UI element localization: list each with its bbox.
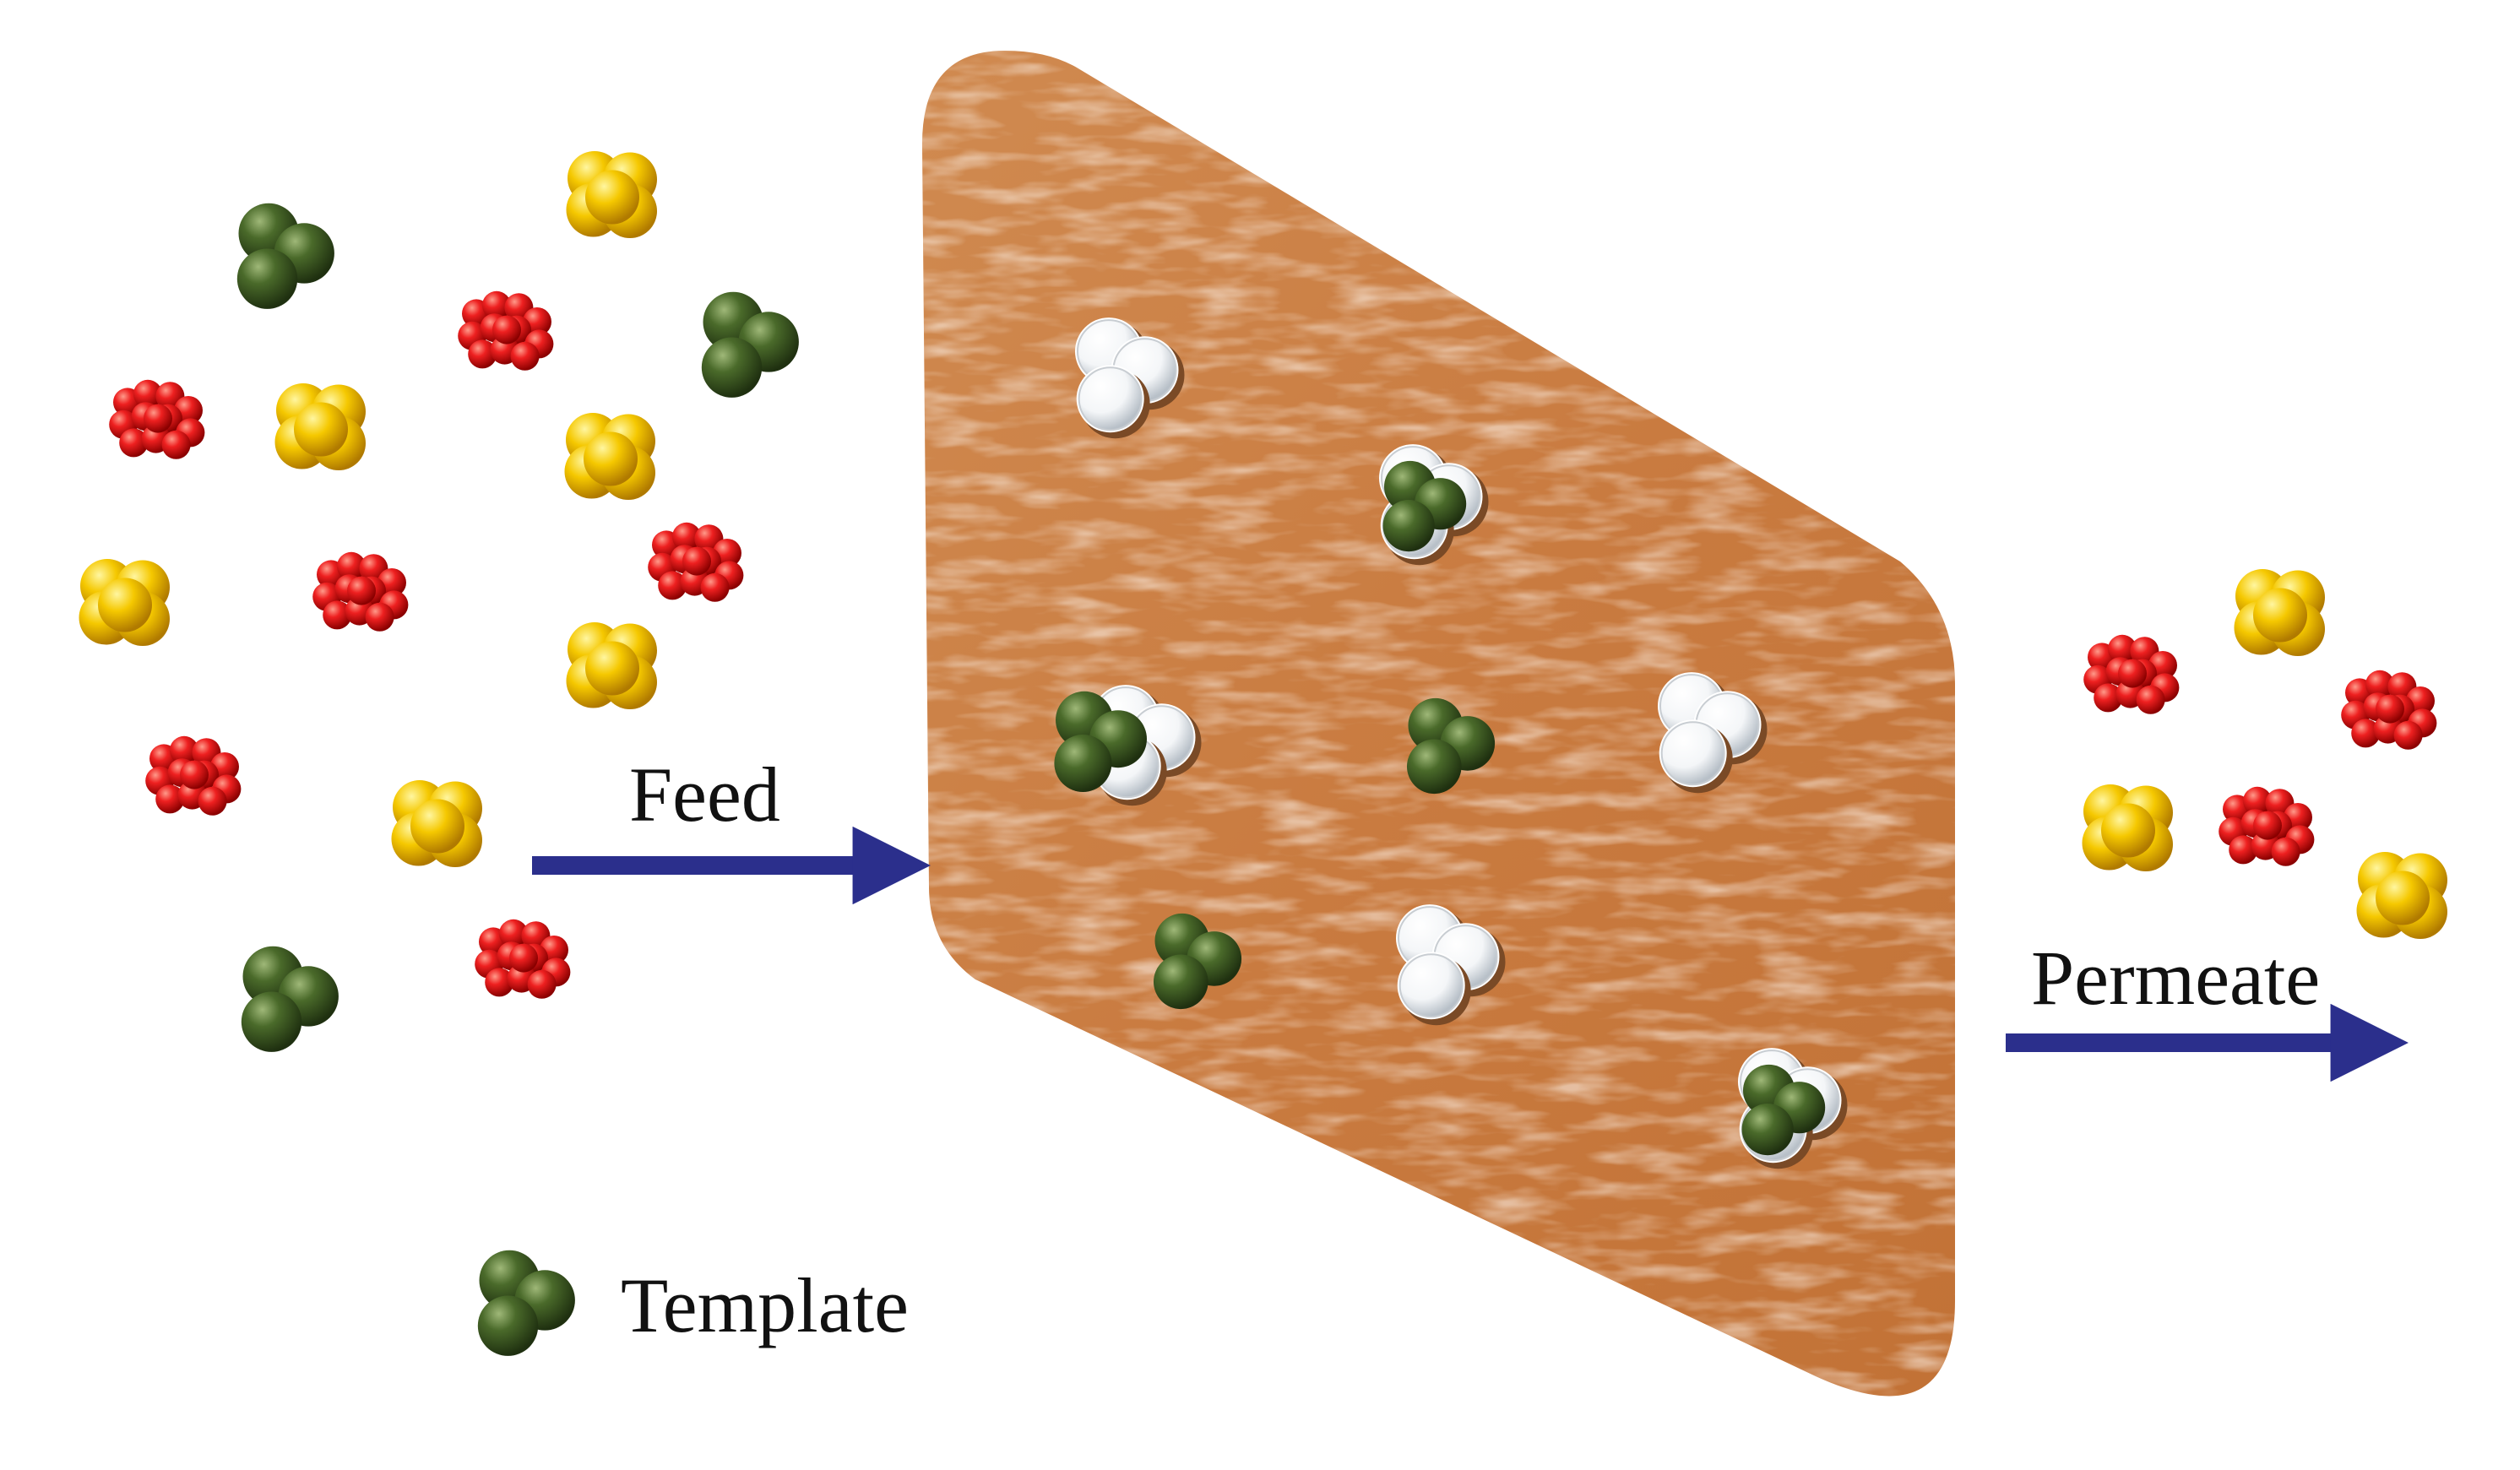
empty-cavity-icon bbox=[1075, 317, 1185, 439]
template-molecule-icon bbox=[1406, 697, 1496, 795]
template-molecule-icon bbox=[1153, 913, 1242, 1010]
bound-template-icon bbox=[1741, 1064, 1826, 1156]
feed-label: Feed bbox=[629, 751, 780, 838]
red-molecule-icon bbox=[2219, 786, 2315, 866]
template-molecule-icon bbox=[477, 1250, 575, 1356]
yellow-molecule-icon bbox=[566, 622, 657, 709]
legend-template-label: Template bbox=[621, 1262, 909, 1348]
bound-template-icon bbox=[1054, 691, 1147, 792]
red-molecule-icon bbox=[145, 735, 242, 816]
yellow-molecule-icon bbox=[2356, 852, 2447, 939]
yellow-molecule-icon bbox=[2234, 569, 2325, 656]
template-molecule-icon bbox=[236, 203, 334, 309]
yellow-molecule-icon bbox=[2082, 784, 2173, 871]
red-molecule-icon bbox=[312, 551, 409, 632]
yellow-molecule-icon bbox=[79, 559, 170, 646]
red-molecule-icon bbox=[2341, 670, 2437, 750]
template-molecule-icon bbox=[241, 946, 339, 1052]
yellow-molecule-icon bbox=[274, 383, 366, 470]
red-molecule-icon bbox=[648, 522, 744, 602]
red-molecule-icon bbox=[109, 379, 205, 459]
molecules-layer bbox=[79, 151, 2447, 1356]
yellow-molecule-icon bbox=[564, 413, 655, 500]
template-molecule-icon bbox=[701, 291, 799, 398]
permeate-label: Permeate bbox=[2031, 935, 2321, 1021]
red-molecule-icon bbox=[458, 290, 554, 371]
empty-cavity-icon bbox=[1396, 904, 1506, 1026]
yellow-molecule-icon bbox=[566, 151, 657, 238]
red-molecule-icon bbox=[475, 919, 571, 999]
bound-template-icon bbox=[1382, 460, 1467, 552]
red-molecule-icon bbox=[2083, 634, 2180, 714]
empty-cavity-icon bbox=[1658, 672, 1768, 794]
yellow-molecule-icon bbox=[391, 780, 482, 867]
